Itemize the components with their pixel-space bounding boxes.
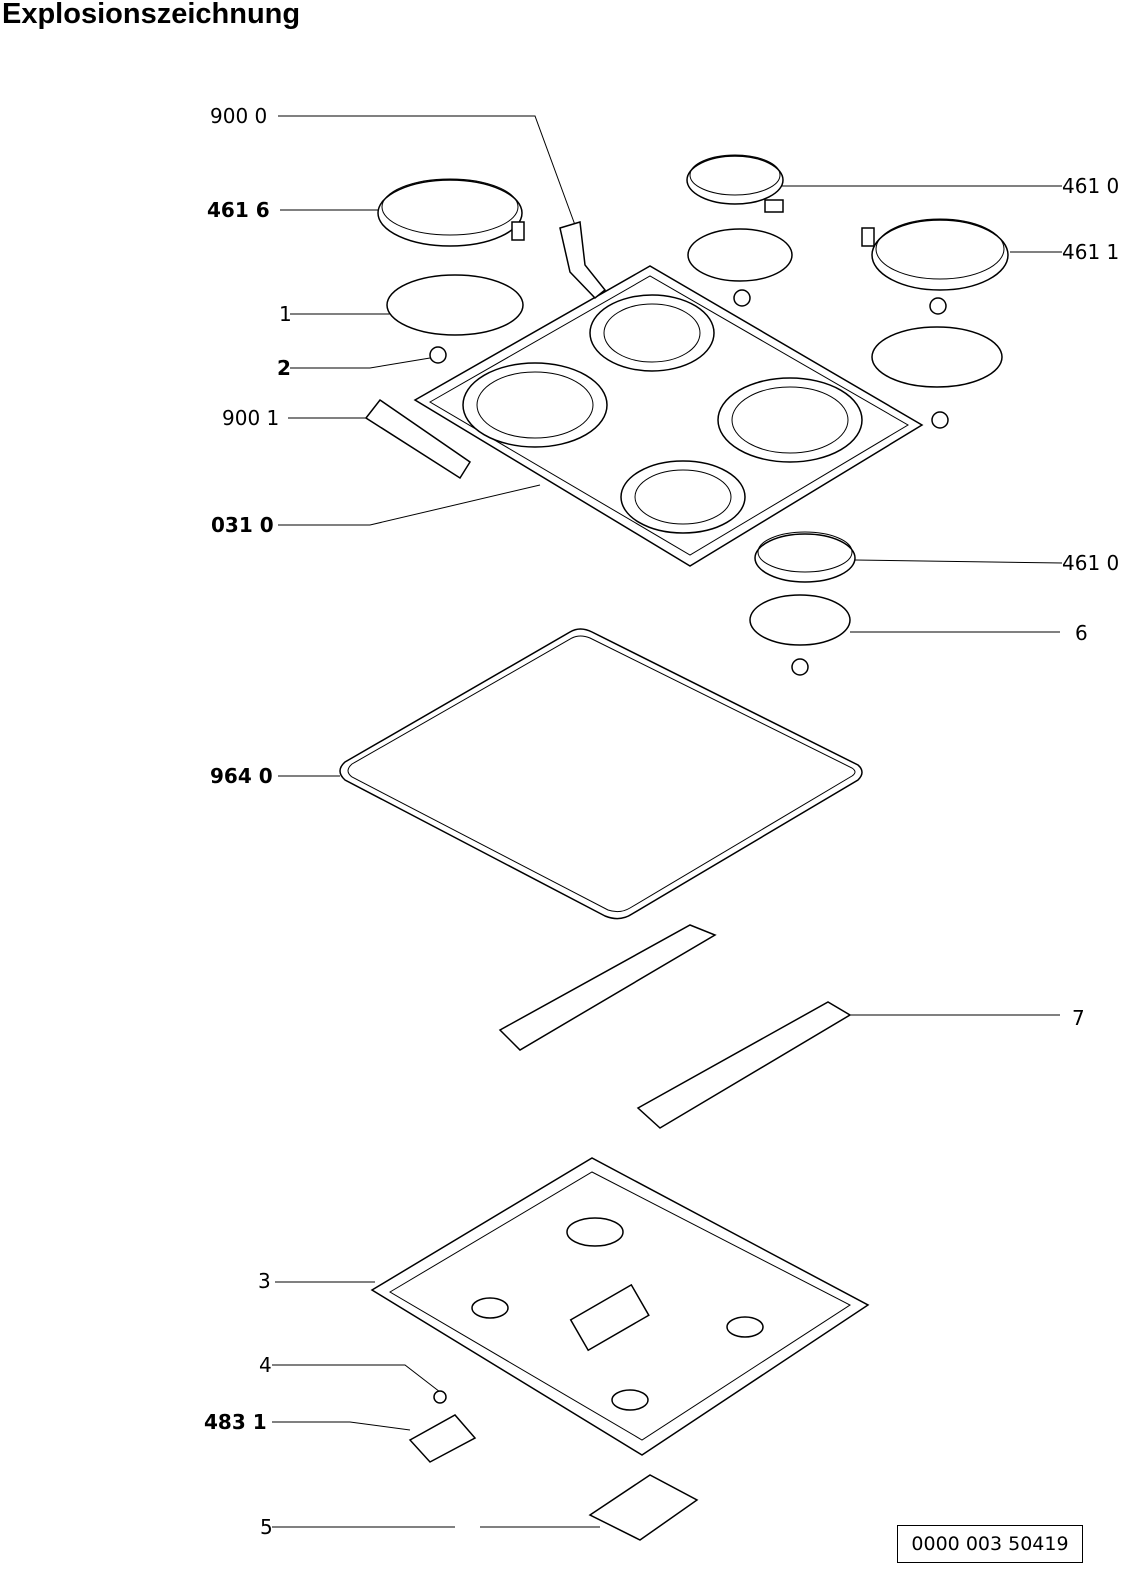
label-900-0: 900 0 [210,104,267,128]
label-7: 7 [1072,1006,1085,1030]
bracket-900-0 [559,221,607,300]
label-461-0-bottom: 461 0 [1062,551,1119,575]
gasket-964-0 [339,628,863,920]
page-title: Explosionszeichnung [2,0,301,30]
fixing-nuts [429,289,949,676]
terminal-block-483-1 [408,1414,477,1463]
heat-shield-discs [386,228,1003,646]
hotplate-461-0-bottom [754,531,856,583]
part-labels: 900 0 461 6 1 2 900 1 031 0 461 0 461 1 … [204,104,1119,1539]
label-1: 1 [279,302,292,326]
label-6: 6 [1075,621,1088,645]
label-461-1: 461 1 [1062,240,1119,264]
bottom-tray-3 [370,1157,870,1456]
hotplate-461-1 [861,218,1009,291]
label-5: 5 [260,1515,273,1539]
label-2: 2 [277,356,291,380]
drawing-number-box: 0000 003 50419 [897,1525,1083,1563]
label-964-0: 964 0 [210,764,273,788]
bracket-900-1 [364,398,472,480]
label-461-0-top: 461 0 [1062,174,1119,198]
label-031-0: 031 0 [211,513,274,537]
label-483-1: 483 1 [204,1410,267,1434]
foot-4 [433,1390,447,1404]
hotplate-461-0-top [686,154,784,213]
label-900-1: 900 1 [222,406,279,430]
label-3: 3 [258,1269,271,1293]
support-rails-7 [498,924,852,1129]
hob-top-plate [413,265,924,567]
label-4: 4 [259,1353,272,1377]
label-461-6: 461 6 [207,198,270,222]
hotplate-461-6 [377,178,525,247]
cover-plate-5 [588,1474,699,1541]
leader-lines [272,115,1063,1528]
